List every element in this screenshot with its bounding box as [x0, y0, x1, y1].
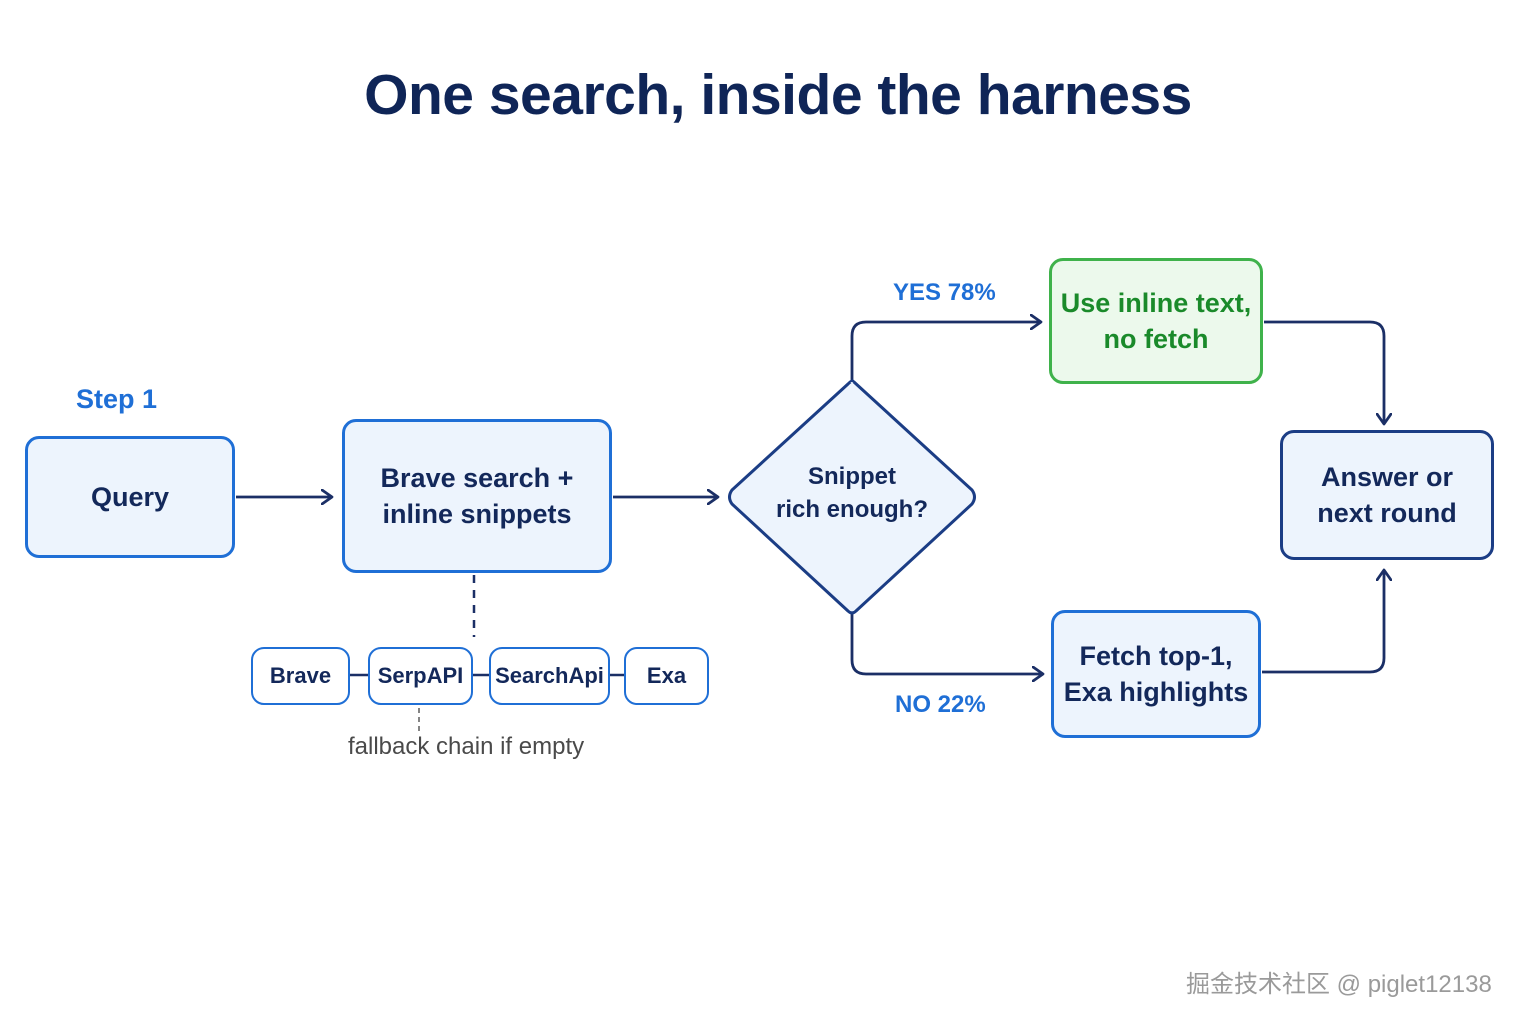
- query-node: Query: [25, 436, 235, 558]
- no-branch-label: NO 22%: [895, 691, 986, 718]
- provider-serpapi: SerpAPI: [368, 647, 473, 705]
- brave-search-label: Brave search + inline snippets: [380, 462, 574, 529]
- watermark: 掘金技术社区 @ piglet12138: [1186, 971, 1492, 998]
- answer-label: Answer or next round: [1317, 461, 1457, 528]
- answer-node: Answer or next round: [1280, 430, 1494, 560]
- brave-search-node: Brave search + inline snippets: [342, 419, 612, 573]
- provider-searchapi: SearchApi: [489, 647, 610, 705]
- decision-diamond: [728, 379, 976, 615]
- decision-label: Snippet rich enough?: [776, 463, 928, 524]
- fetch-node: Fetch top-1, Exa highlights: [1051, 610, 1261, 738]
- use-inline-node: Use inline text, no fetch: [1049, 258, 1263, 384]
- use-inline-label: Use inline text, no fetch: [1060, 287, 1252, 354]
- provider-exa: Exa: [624, 647, 709, 705]
- arrow-no-branch: [850, 614, 1043, 674]
- yes-branch-label: YES 78%: [893, 279, 996, 306]
- fetch-label: Fetch top-1, Exa highlights: [1063, 640, 1249, 707]
- arrow-fetch-to-answer: [1262, 570, 1384, 674]
- arrow-yes-branch: [850, 322, 1041, 380]
- step-label: Step 1: [76, 384, 158, 414]
- page-title: One search, inside the harness: [364, 63, 1192, 127]
- provider-brave: Brave: [251, 647, 350, 705]
- query-label: Query: [90, 481, 170, 512]
- arrow-inline-to-answer: [1264, 320, 1384, 424]
- fallback-note: fallback chain if empty: [348, 733, 585, 760]
